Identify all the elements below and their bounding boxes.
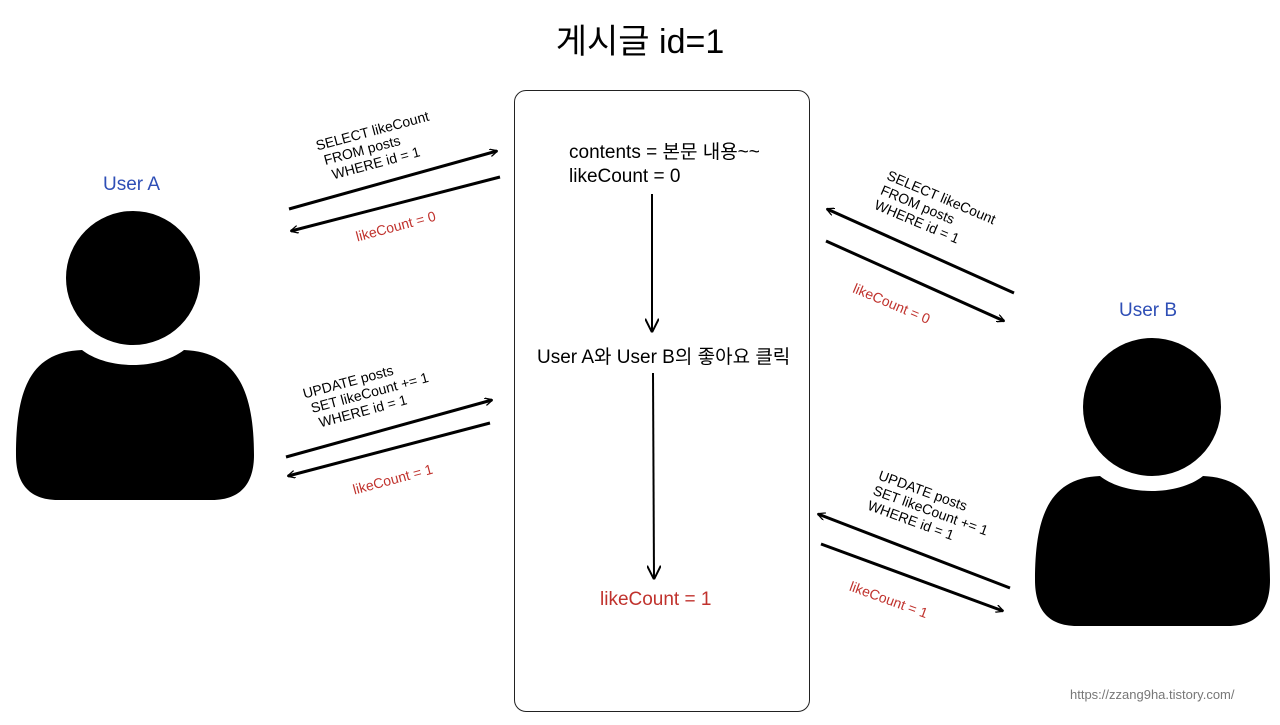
post-box <box>514 90 810 712</box>
post-likecount-result: likeCount = 1 <box>600 589 712 610</box>
post-flow-arrow-2 <box>653 372 654 578</box>
post-likecount-initial: likeCount = 0 <box>569 166 681 187</box>
user-b-label: User B <box>1119 300 1178 321</box>
user-a-label: User A <box>103 174 161 195</box>
user-a-select-arrow <box>288 151 497 211</box>
user-a-update-arrow <box>285 400 492 459</box>
diagram-title: 게시글 id=1 <box>555 23 725 61</box>
watermark-url: https://zzang9ha.tistory.com/ <box>1070 687 1235 702</box>
user-a-select-response-arrow <box>291 175 501 231</box>
user-a-avatar-icon <box>16 211 254 500</box>
post-contents-line: contents = 본문 내용~~ <box>569 142 760 163</box>
user-b-select-arrow <box>827 207 1015 295</box>
user-b-avatar-icon <box>1035 338 1270 626</box>
post-like-click-step: User A와 User B의 좋아요 클릭 <box>537 347 791 368</box>
user-b-update-arrow <box>818 514 1011 590</box>
user-b-update-response-arrow <box>820 542 1003 611</box>
user-a-update-response-arrow <box>288 421 491 476</box>
user-b-select-response-arrow <box>825 239 1004 323</box>
